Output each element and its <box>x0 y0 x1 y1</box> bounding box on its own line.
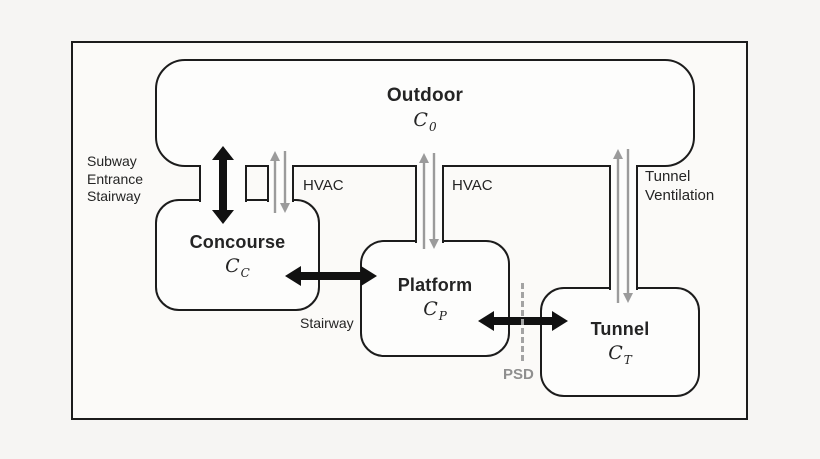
platform-title: Platform <box>397 275 473 295</box>
tunnel-title: Tunnel <box>590 318 650 339</box>
label-stairway: Stairway <box>300 315 354 331</box>
platform-symbol-sub: P <box>438 309 447 323</box>
concourse-symbol-c: C <box>225 254 240 277</box>
outdoor-symbol-c: C <box>413 109 428 131</box>
hvac-duct-platform <box>415 165 444 243</box>
tunnel-ventilation-arrows-icon <box>613 149 633 303</box>
outdoor-symbol: C0 <box>413 109 437 134</box>
tunnel-symbol-c: C <box>608 341 623 364</box>
platform-symbol-c: C <box>423 298 438 320</box>
stairway-double-arrow-icon <box>285 266 377 286</box>
hvac-exchange-arrows-concourse-icon <box>270 151 290 213</box>
outdoor-box: Outdoor C0 <box>155 59 695 167</box>
outdoor-symbol-sub: 0 <box>428 120 437 134</box>
label-tunnel-ventilation: Tunnel Ventilation <box>645 168 715 204</box>
tunnel-symbol-sub: T <box>623 352 632 367</box>
platform-box: Platform CP <box>360 240 510 357</box>
concourse-title: Concourse <box>189 231 286 252</box>
label-psd: PSD <box>503 366 534 383</box>
concourse-symbol-sub: C <box>240 265 250 280</box>
concourse-symbol: CC <box>225 254 250 280</box>
tunnel-symbol: CT <box>608 341 632 367</box>
concourse-box: Concourse CC <box>155 199 320 311</box>
entrance-double-arrow-icon <box>212 146 234 224</box>
label-hvac-platform: HVAC <box>452 177 493 194</box>
psd-dashed-line <box>521 283 524 361</box>
outdoor-title: Outdoor <box>386 85 464 106</box>
label-hvac-concourse: HVAC <box>303 177 344 194</box>
tunnel-ventilation-duct <box>609 165 638 290</box>
label-subway-entrance-stairway: Subway Entrance Stairway <box>87 153 144 204</box>
platform-symbol: CP <box>423 298 447 323</box>
hvac-exchange-arrows-platform-icon <box>419 153 439 249</box>
tunnel-box: Tunnel CT <box>540 287 700 397</box>
hvac-duct-concourse <box>267 165 294 202</box>
